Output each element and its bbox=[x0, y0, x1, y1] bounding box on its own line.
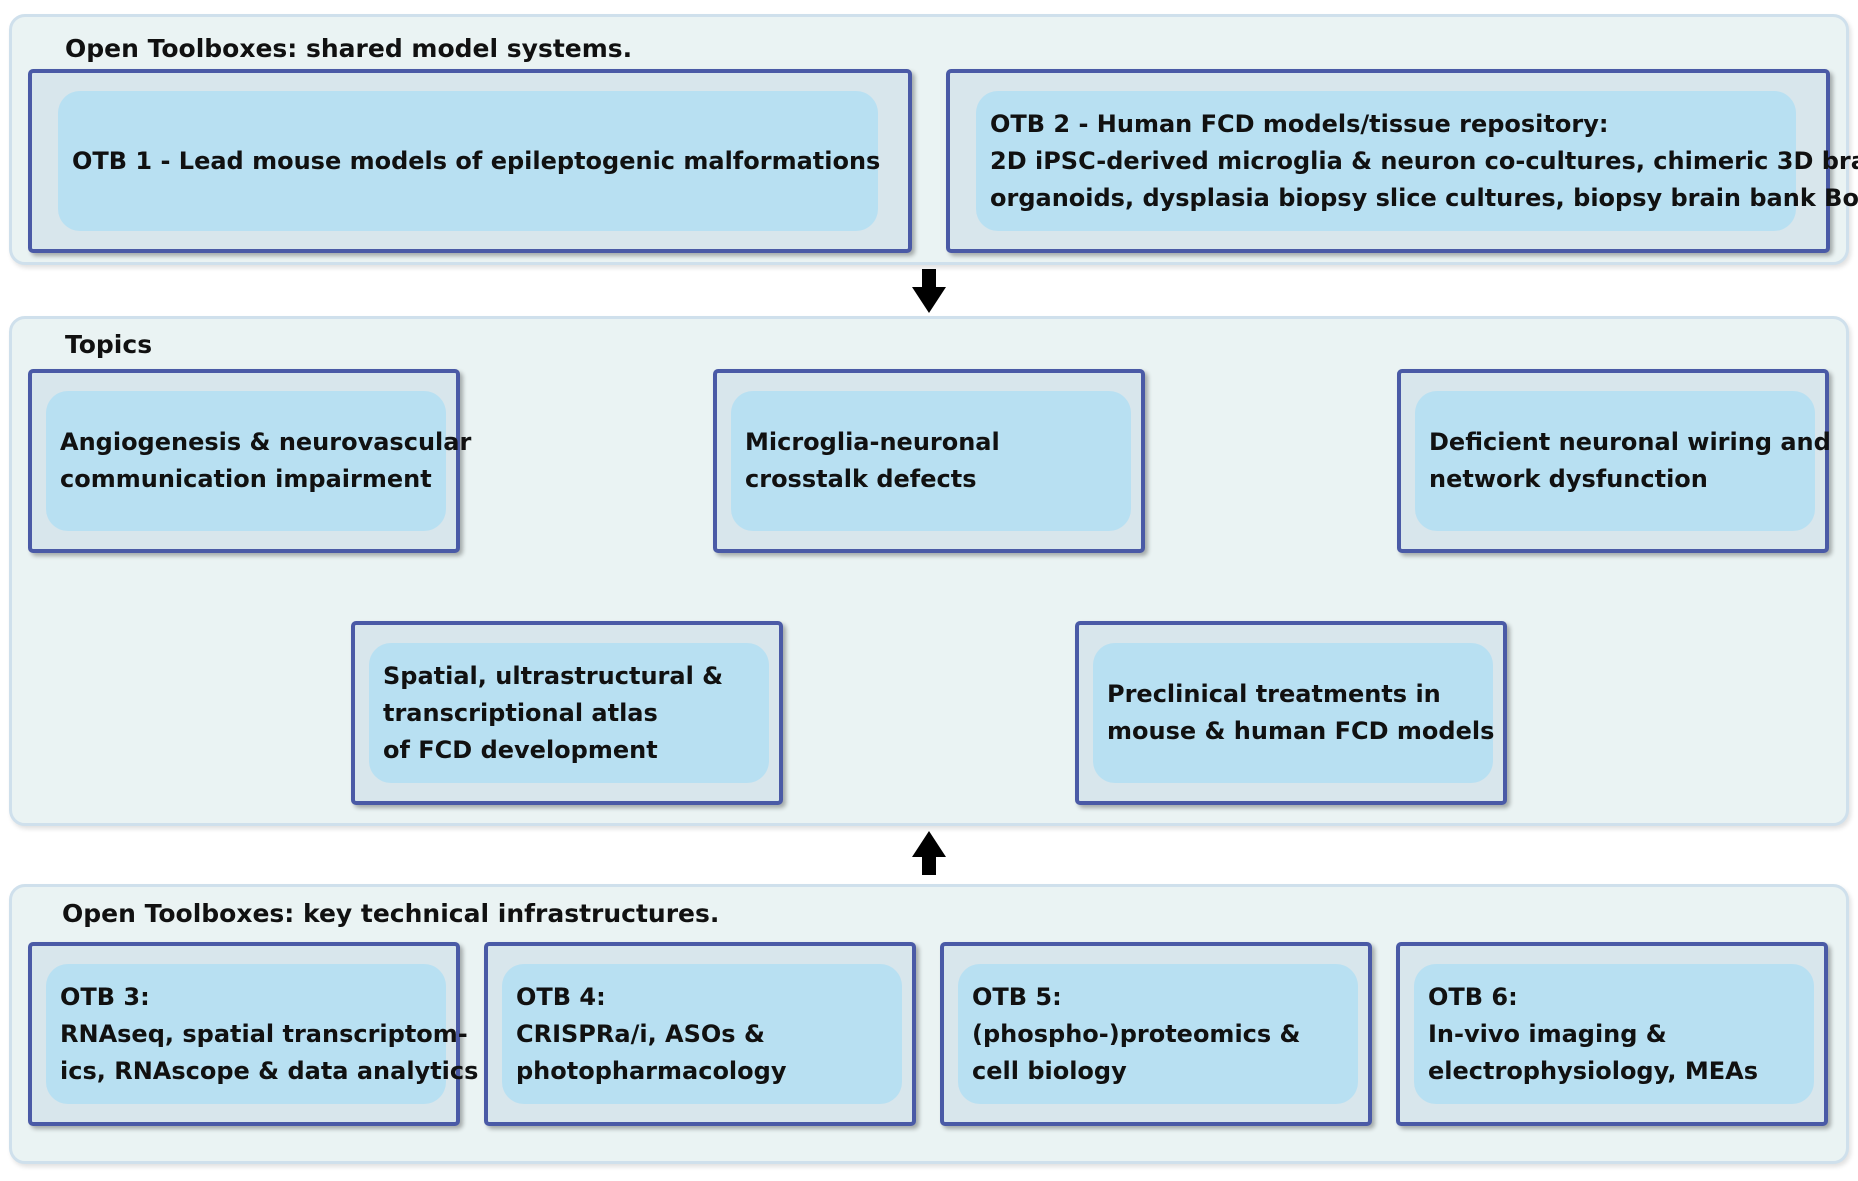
topic-line: Deficient neuronal wiring and bbox=[1429, 428, 1831, 456]
topic-line: Microglia-neuronal bbox=[745, 428, 1000, 456]
topic-inner: Spatial, ultrastructural & transcription… bbox=[369, 643, 769, 783]
otb-line: OTB 3: bbox=[60, 982, 150, 1011]
otb2-line: organoids, dysplasia biopsy slice cultur… bbox=[990, 183, 1858, 212]
topic-box: Spatial, ultrastructural & transcription… bbox=[351, 621, 783, 805]
top-panel-title: Open Toolboxes: shared model systems. bbox=[65, 34, 633, 63]
otb2-box: OTB 2 - Human FCD models/tissue reposito… bbox=[946, 69, 1858, 253]
otb1-box: OTB 1 - Lead mouse models of epileptogen… bbox=[28, 69, 912, 253]
topic-box: Deficient neuronal wiring and network dy… bbox=[1397, 369, 1831, 553]
otb1-inner: OTB 1 - Lead mouse models of epileptogen… bbox=[58, 91, 881, 231]
topic-box: Microglia-neuronal crosstalk defects bbox=[713, 369, 1145, 553]
topic-line: of FCD development bbox=[383, 735, 658, 764]
otb-line: In-vivo imaging & bbox=[1428, 1019, 1667, 1048]
bottom-panel-title: Open Toolboxes: key technical infrastruc… bbox=[62, 899, 720, 928]
otb-line: photopharmacology bbox=[516, 1056, 787, 1085]
otb5-box: OTB 5: (phospho-)proteomics & cell biolo… bbox=[940, 942, 1372, 1126]
otb2-line: OTB 2 - Human FCD models/tissue reposito… bbox=[990, 109, 1609, 138]
topics-panel-title: Topics bbox=[65, 330, 153, 359]
otb-line: OTB 5: bbox=[972, 982, 1062, 1011]
otb-inner: OTB 4: CRISPRa/i, ASOs & photopharmacolo… bbox=[502, 964, 902, 1104]
otb-line: ics, RNAscope & data analytics bbox=[60, 1056, 479, 1085]
otb-line: (phospho-)proteomics & bbox=[972, 1019, 1301, 1048]
otb6-box: OTB 6: In-vivo imaging & electrophysiolo… bbox=[1396, 942, 1828, 1126]
otb-inner: OTB 6: In-vivo imaging & electrophysiolo… bbox=[1414, 964, 1814, 1104]
topic-inner: Preclinical treatments in mouse & human … bbox=[1093, 643, 1495, 783]
otb-inner: OTB 3: RNAseq, spatial transcriptom- ics… bbox=[46, 964, 479, 1104]
otb-line: electrophysiology, MEAs bbox=[1428, 1056, 1758, 1085]
otb-line: OTB 6: bbox=[1428, 982, 1518, 1011]
arrow-up-icon bbox=[912, 831, 946, 875]
topic-line: crosstalk defects bbox=[745, 465, 977, 493]
topic-line: network dysfunction bbox=[1429, 465, 1708, 493]
topic-line: transcriptional atlas bbox=[383, 698, 658, 727]
topic-line: Spatial, ultrastructural & bbox=[383, 661, 724, 690]
topic-inner: Microglia-neuronal crosstalk defects bbox=[731, 391, 1131, 531]
otb2-line: 2D iPSC-derived microglia & neuron co-cu… bbox=[990, 146, 1858, 175]
otb3-box: OTB 3: RNAseq, spatial transcriptom- ics… bbox=[28, 942, 479, 1126]
otb-line: CRISPRa/i, ASOs & bbox=[516, 1019, 765, 1048]
otb4-box: OTB 4: CRISPRa/i, ASOs & photopharmacolo… bbox=[484, 942, 916, 1126]
topic-line: Preclinical treatments in bbox=[1107, 680, 1441, 708]
otb-inner: OTB 5: (phospho-)proteomics & cell biolo… bbox=[958, 964, 1358, 1104]
otb-line: OTB 4: bbox=[516, 982, 606, 1011]
topic-box: Preclinical treatments in mouse & human … bbox=[1075, 621, 1507, 805]
topic-inner: Angiogenesis & neurovascular communicati… bbox=[46, 391, 472, 531]
topic-line: mouse & human FCD models bbox=[1107, 717, 1495, 745]
otb-line: cell biology bbox=[972, 1056, 1127, 1085]
topic-line: communication impairment bbox=[60, 465, 432, 493]
otb2-inner: OTB 2 - Human FCD models/tissue reposito… bbox=[976, 91, 1858, 231]
arrow-down-icon bbox=[912, 269, 946, 313]
topic-line: Angiogenesis & neurovascular bbox=[60, 428, 472, 456]
topic-inner: Deficient neuronal wiring and network dy… bbox=[1415, 391, 1831, 531]
topic-box: Angiogenesis & neurovascular communicati… bbox=[28, 369, 472, 553]
otb-line: RNAseq, spatial transcriptom- bbox=[60, 1019, 468, 1048]
otb1-line: OTB 1 - Lead mouse models of epileptogen… bbox=[72, 146, 881, 175]
